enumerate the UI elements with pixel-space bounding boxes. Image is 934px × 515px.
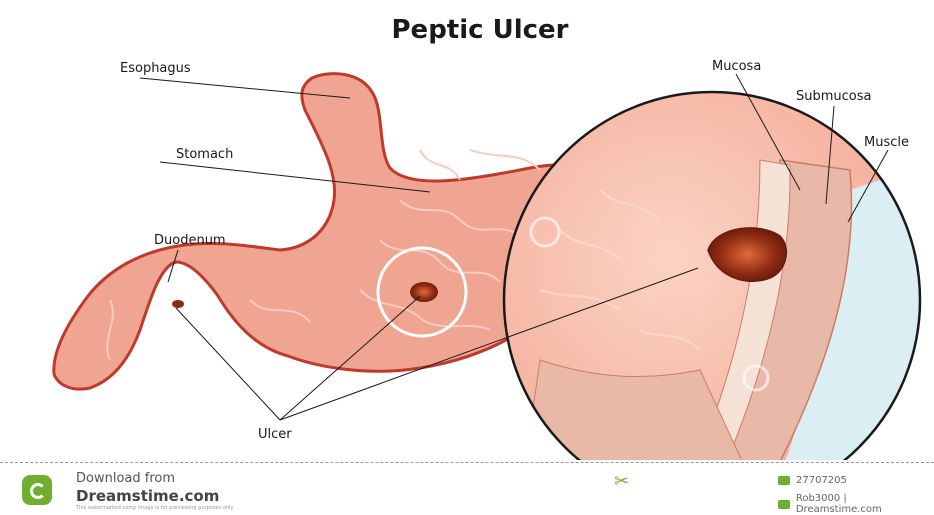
diagram-title: Peptic Ulcer xyxy=(392,15,569,45)
scissors-icon: ✂ xyxy=(614,471,629,492)
peptic-ulcer-diagram: Peptic Ulcer xyxy=(0,0,934,460)
watermark-text: dreamstime xyxy=(555,62,619,106)
stomach-ulcer xyxy=(410,282,438,302)
duodenum-ulcer xyxy=(172,300,184,308)
credit-row: Rob3000 | Dreamstime.com xyxy=(778,493,934,515)
credit-icon xyxy=(778,500,790,509)
disclaimer-text: This watermarked comp image is for previ… xyxy=(76,505,234,511)
label-ulcer: Ulcer xyxy=(258,427,292,442)
image-id-row: 27707205 xyxy=(778,475,847,486)
brand-link[interactable]: Dreamstime.com xyxy=(76,487,219,505)
credit-text: Rob3000 | Dreamstime.com xyxy=(796,493,934,515)
download-footer: Download from Dreamstime.com This waterm… xyxy=(0,462,934,511)
label-stomach: Stomach xyxy=(176,147,233,162)
label-mucosa: Mucosa xyxy=(712,59,761,74)
image-id: 27707205 xyxy=(796,475,847,486)
label-esophagus: Esophagus xyxy=(120,61,191,76)
label-muscle: Muscle xyxy=(864,135,909,150)
label-submucosa: Submucosa xyxy=(796,89,872,104)
download-from-text: Download from xyxy=(76,471,175,486)
id-icon xyxy=(778,476,790,485)
label-duodenum: Duodenum xyxy=(154,233,226,248)
dreamstime-logo-icon[interactable] xyxy=(22,475,52,505)
